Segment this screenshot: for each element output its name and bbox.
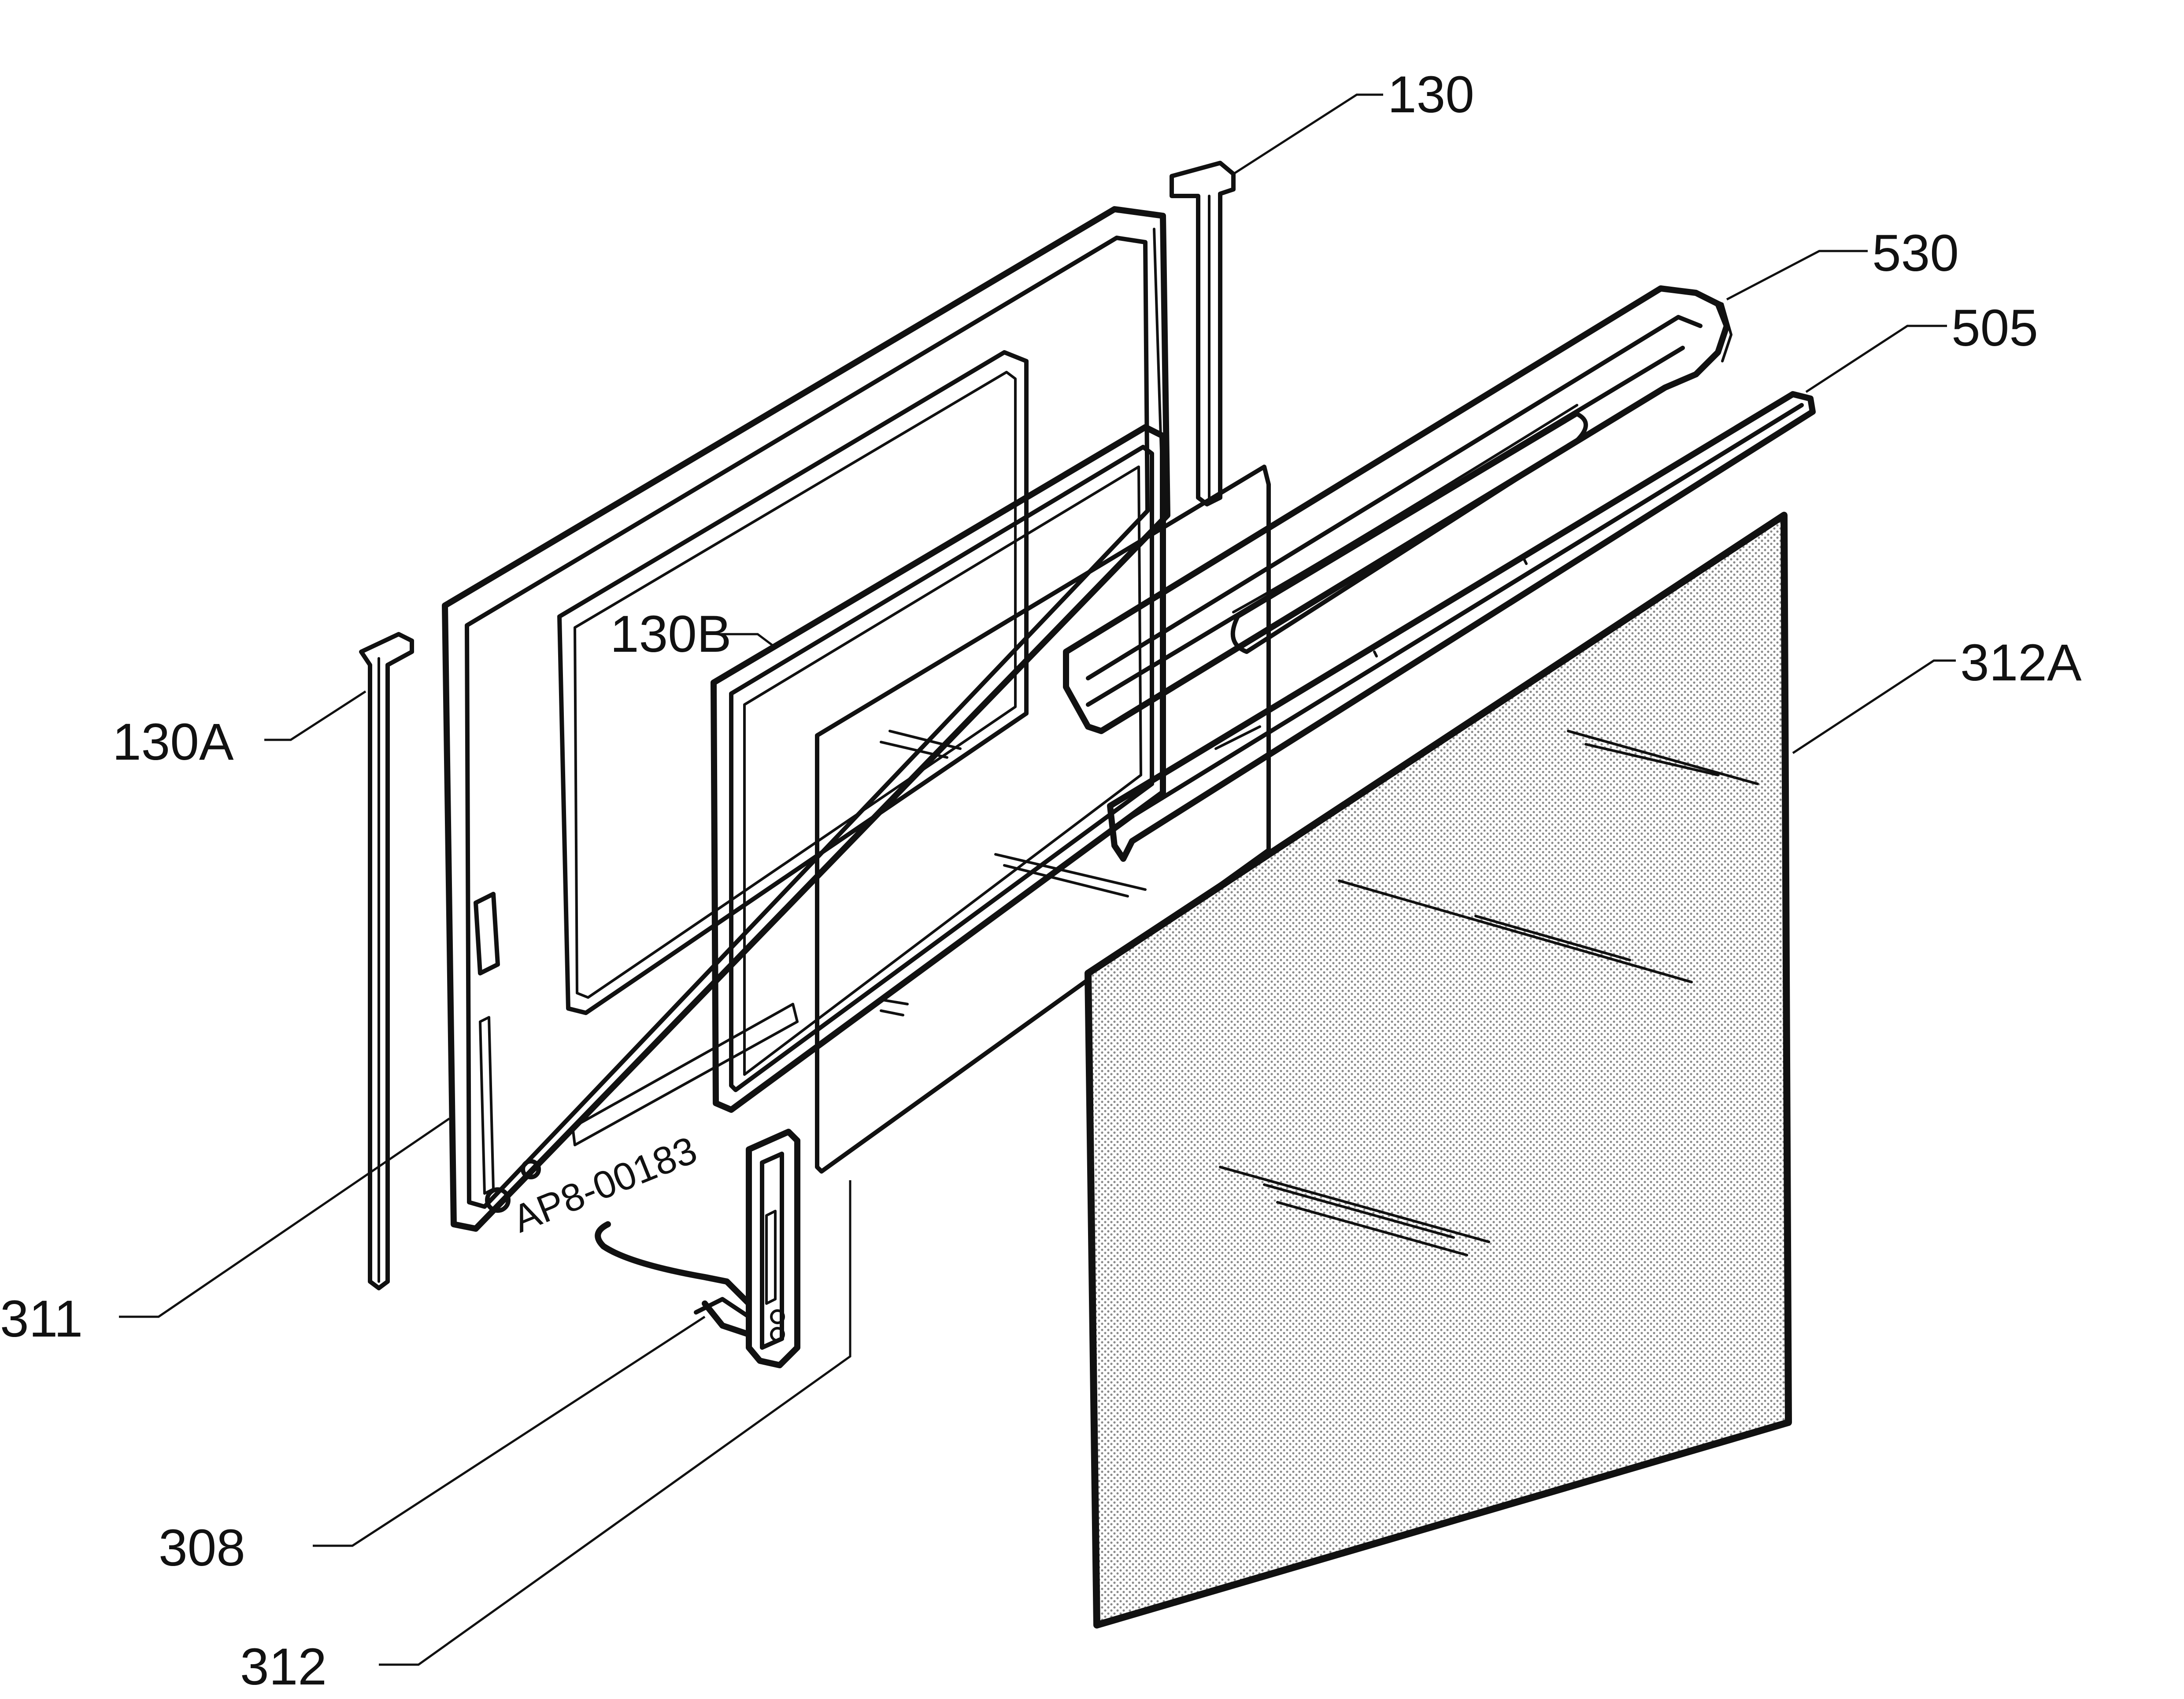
- label-312a: 312A: [1960, 634, 2082, 692]
- label-311: 311: [0, 1290, 83, 1348]
- part-530-top-profile: [1063, 285, 1732, 734]
- part-130a-side-strip: [359, 632, 414, 1290]
- part-312-hinge-housing: [746, 1129, 800, 1368]
- label-130b: 130B: [610, 605, 732, 663]
- label-130a: 130A: [112, 713, 234, 771]
- label-308: 308: [159, 1519, 245, 1577]
- label-312: 312: [240, 1638, 327, 1696]
- label-505: 505: [1951, 299, 2038, 357]
- leader-lines: [119, 93, 1956, 1666]
- part-311-door-frame: [442, 206, 1170, 1232]
- inner-glass-pane: [815, 465, 1271, 1174]
- label-130: 130: [1388, 66, 1474, 124]
- part-312a-outer-glass: [1085, 512, 1792, 1629]
- part-308-hinge-arm: [595, 1221, 752, 1337]
- part-130-top-strip: [1170, 161, 1236, 506]
- label-530: 530: [1872, 224, 1959, 282]
